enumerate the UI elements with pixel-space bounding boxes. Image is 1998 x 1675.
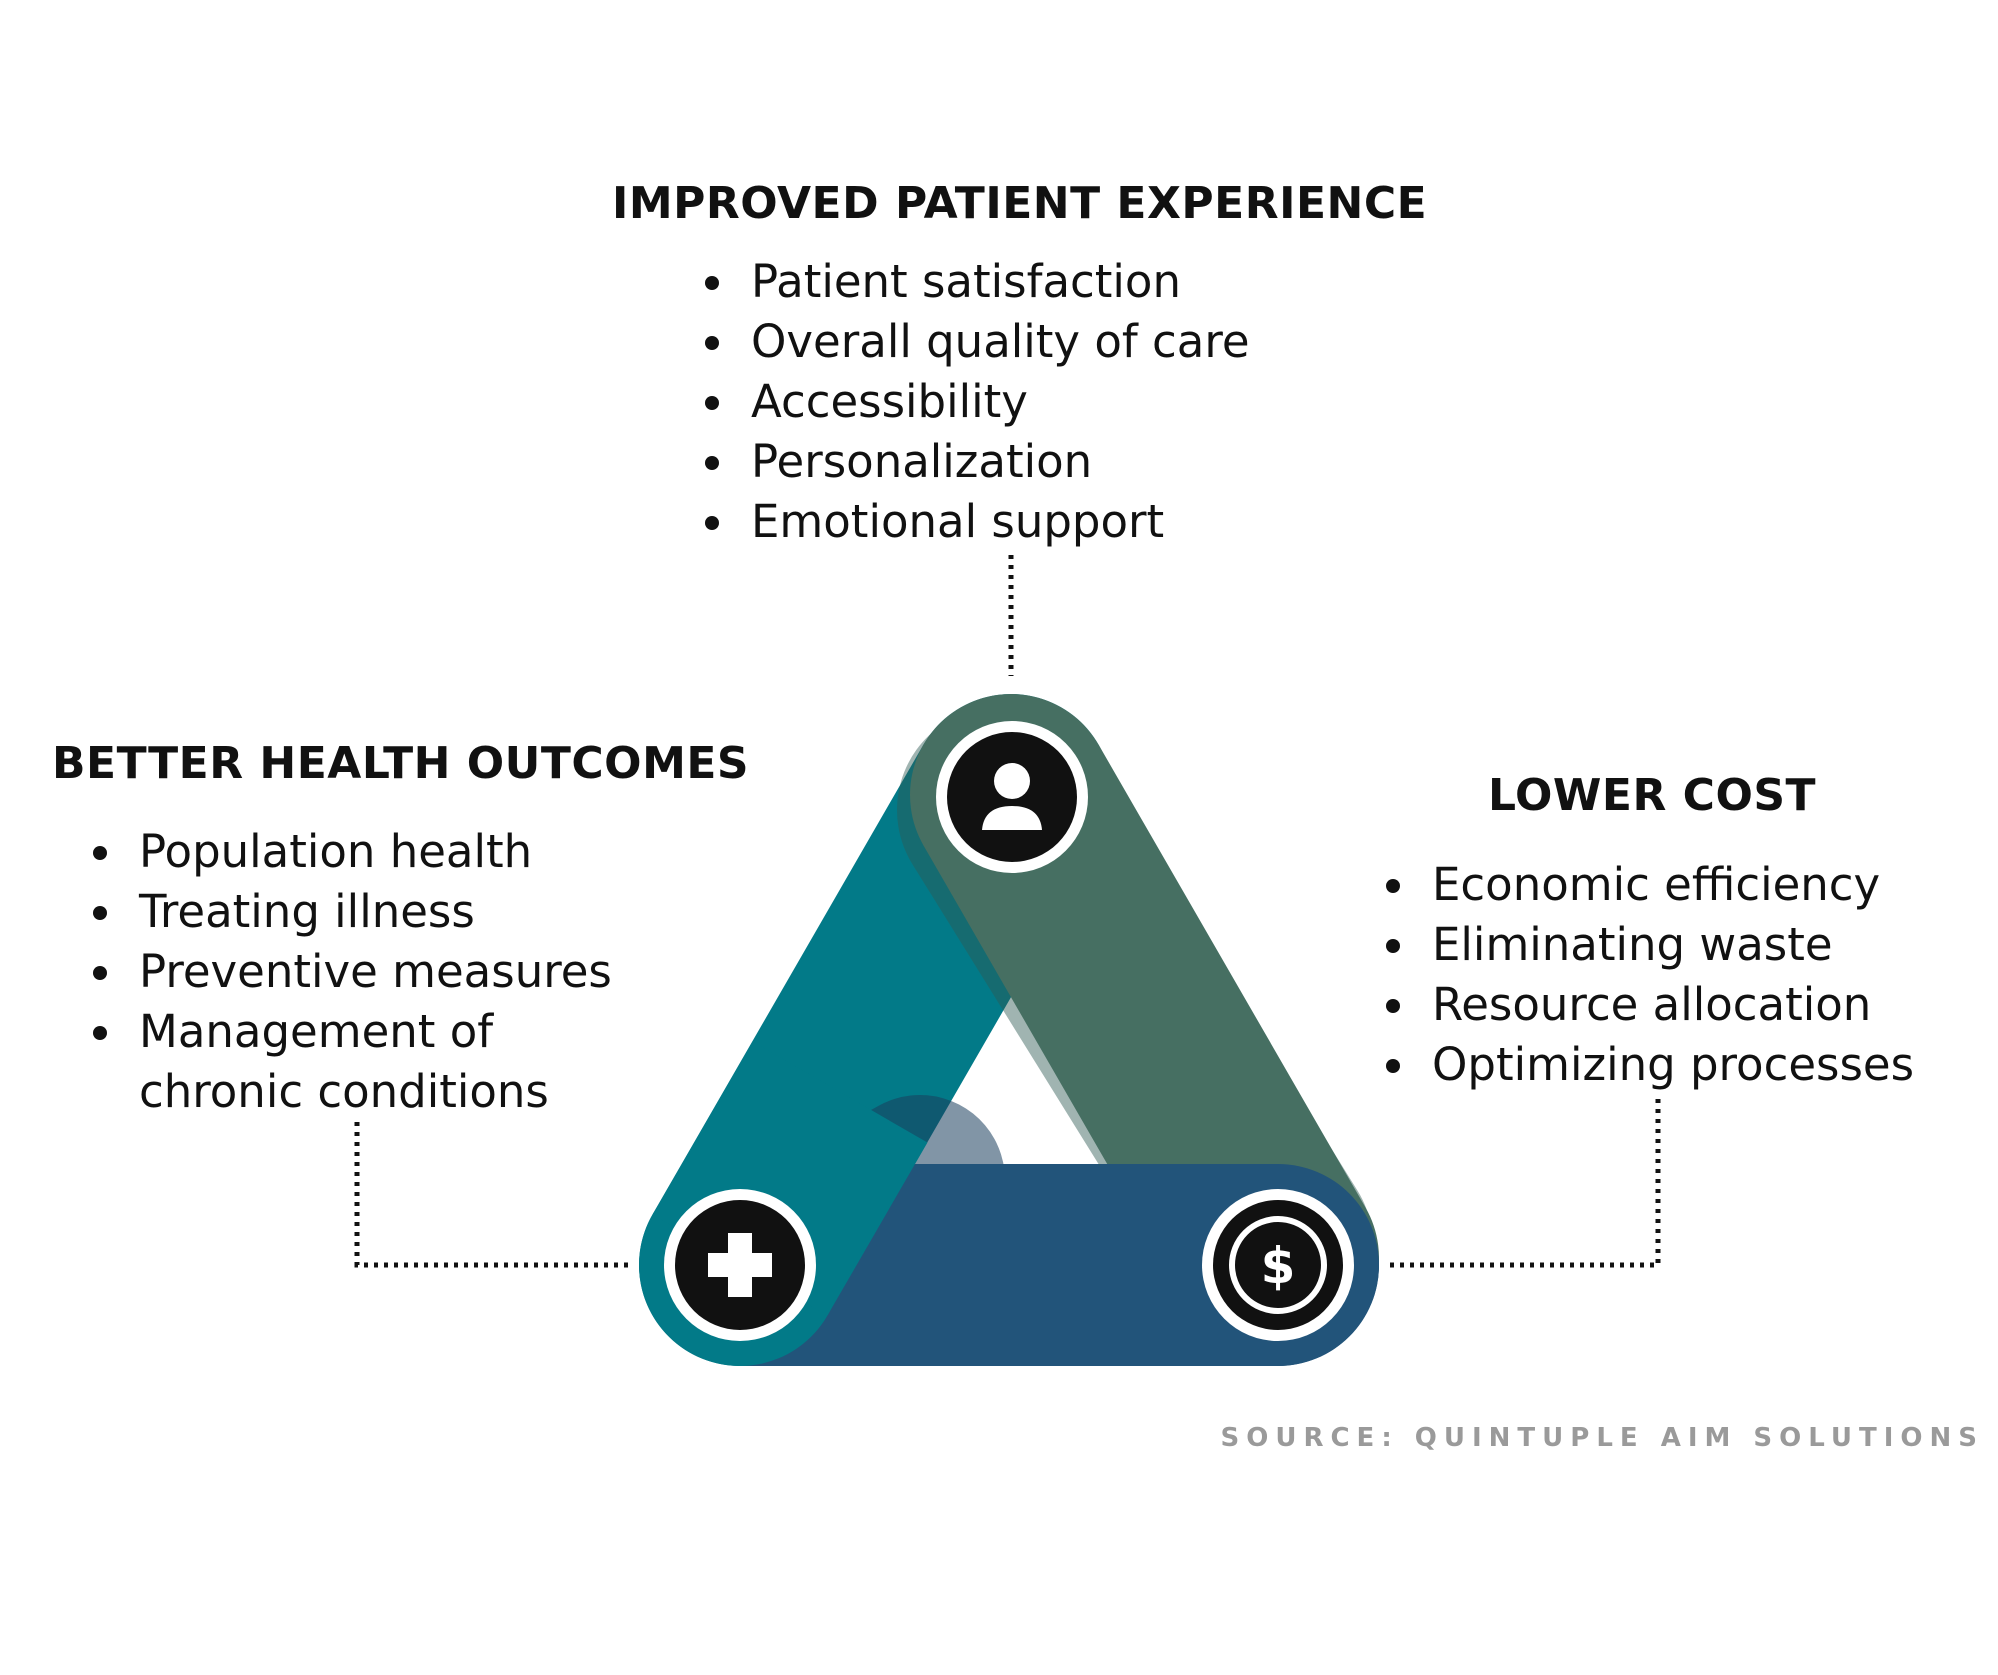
patient-experience-list: Patient satisfaction Overall quality of …	[705, 252, 1250, 552]
source-credit: SOURCE: QUINTUPLE AIM SOLUTIONS	[1220, 1423, 1984, 1453]
list-item: Economic efficiency	[1386, 855, 1914, 915]
person-icon	[936, 721, 1088, 873]
medical-cross-icon	[664, 1189, 816, 1341]
list-item: Personalization	[705, 432, 1250, 492]
list-item: Accessibility	[705, 372, 1250, 432]
list-item: Patient satisfaction	[705, 252, 1250, 312]
list-item: Eliminating waste	[1386, 915, 1914, 975]
svg-text:$: $	[1261, 1237, 1296, 1295]
dollar-icon: $	[1202, 1189, 1354, 1341]
list-item: Management of	[93, 1002, 612, 1062]
list-item: Overall quality of care	[705, 312, 1250, 372]
heading-health-outcomes: BETTER HEALTH OUTCOMES	[52, 738, 750, 789]
health-outcomes-list: Population health Treating illness Preve…	[93, 822, 612, 1062]
list-item: Resource allocation	[1386, 975, 1914, 1035]
connector-right	[1390, 1095, 1661, 1268]
list-item: Treating illness	[93, 882, 612, 942]
connector-lines	[354, 555, 1661, 1268]
list-item: Population health	[93, 822, 612, 882]
heading-lower-cost: LOWER COST	[1488, 770, 1817, 821]
heading-patient-experience: IMPROVED PATIENT EXPERIENCE	[612, 178, 1428, 229]
connector-left	[354, 1122, 628, 1268]
lower-cost-list: Economic efficiency Eliminating waste Re…	[1386, 855, 1914, 1095]
list-item-continuation: chronic conditions	[139, 1065, 549, 1118]
list-item: Preventive measures	[93, 942, 612, 1002]
list-item: Optimizing processes	[1386, 1035, 1914, 1095]
list-item: Emotional support	[705, 492, 1250, 552]
